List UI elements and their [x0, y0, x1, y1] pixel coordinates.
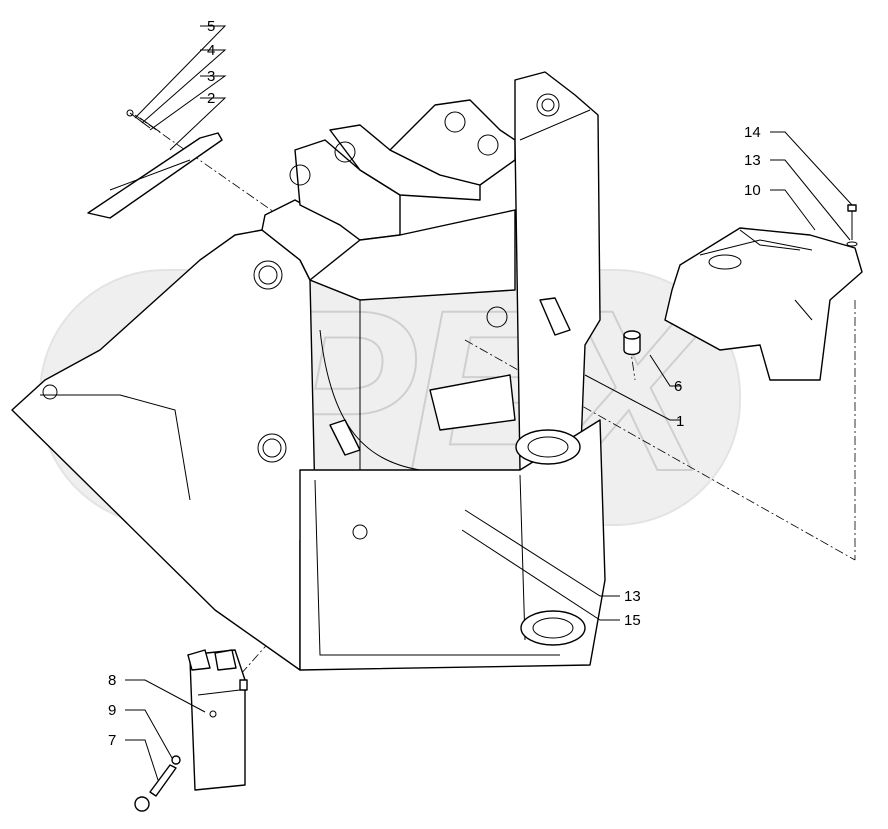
callout-10: 10 [744, 182, 761, 199]
callout-7: 7 [108, 732, 116, 749]
callout-13-bottom: 13 [624, 588, 641, 605]
callout-1: 1 [676, 413, 684, 430]
support-stand [134, 649, 248, 812]
callout-15: 15 [624, 612, 641, 629]
rear-bracket [664, 204, 863, 381]
callout-3: 3 [207, 68, 215, 85]
callout-6: 6 [674, 378, 682, 395]
bushing [623, 330, 641, 356]
callout-14: 14 [744, 124, 761, 141]
callout-13-top: 13 [744, 152, 761, 169]
callout-labels: 5 4 3 2 14 13 10 6 1 13 15 8 9 7 [108, 18, 761, 749]
callout-4: 4 [207, 42, 215, 59]
callout-2: 2 [207, 90, 215, 107]
leader-lines [125, 25, 853, 781]
cover-plate [87, 109, 223, 219]
callout-9: 9 [108, 702, 116, 719]
main-frame [11, 71, 606, 671]
callout-5: 5 [207, 18, 215, 35]
callout-8: 8 [108, 672, 116, 689]
